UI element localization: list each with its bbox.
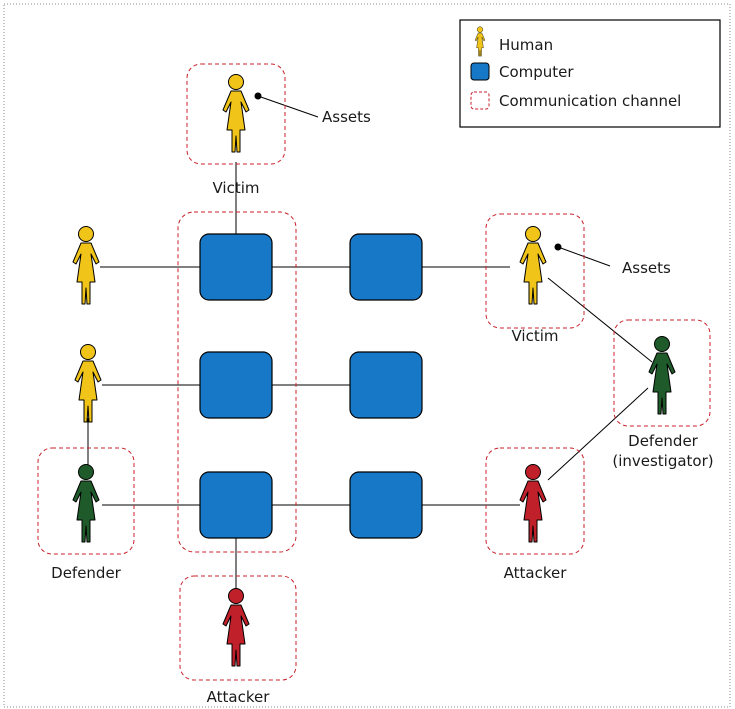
channel-central bbox=[177, 211, 297, 553]
victim-label-top: Victim bbox=[212, 179, 259, 197]
victim-label-right: Victim bbox=[511, 327, 558, 345]
attacker-label-bottom: Attacker bbox=[207, 688, 271, 706]
channels bbox=[37, 63, 711, 681]
computer bbox=[349, 351, 423, 419]
frame bbox=[3, 3, 731, 708]
legend-human-label: Human bbox=[499, 36, 553, 54]
channel-victim-right bbox=[485, 213, 585, 329]
connections bbox=[87, 95, 653, 595]
human-figure bbox=[72, 226, 100, 305]
assets-label-top: Assets bbox=[322, 108, 371, 126]
legend: Human Computer Communication channel bbox=[459, 19, 721, 128]
computer-icon bbox=[470, 62, 490, 81]
legend-computer-label: Computer bbox=[499, 63, 574, 81]
defender-investigator-label: Defender bbox=[628, 432, 699, 450]
computer bbox=[199, 233, 273, 301]
computer bbox=[349, 233, 423, 301]
legend-box bbox=[459, 19, 721, 128]
computer bbox=[199, 351, 273, 419]
defender-investigator-figure bbox=[648, 336, 676, 415]
assets-dot-right bbox=[554, 243, 562, 251]
victim-top-figure bbox=[222, 74, 250, 153]
investigator-label: (investigator) bbox=[612, 452, 713, 470]
computers bbox=[199, 233, 423, 539]
defender-left-figure bbox=[72, 464, 100, 543]
attacker-bottom-figure bbox=[222, 588, 250, 667]
attacker-right-figure bbox=[519, 464, 547, 543]
victim-right-figure bbox=[519, 226, 547, 305]
assets-label-right: Assets bbox=[622, 259, 671, 277]
channel-attacker-right bbox=[485, 447, 585, 555]
computer bbox=[199, 471, 273, 539]
channel-defender-left bbox=[37, 447, 135, 555]
attacker-label-right: Attacker bbox=[504, 564, 568, 582]
channel-defender-investigator bbox=[613, 319, 711, 427]
channel-attacker-bottom bbox=[179, 575, 297, 681]
assets-dot-top bbox=[254, 92, 262, 100]
legend-channel-label: Communication channel bbox=[499, 92, 681, 110]
channel-icon bbox=[470, 91, 490, 110]
computer bbox=[349, 471, 423, 539]
channel-victim-top bbox=[186, 63, 286, 165]
defender-label-left: Defender bbox=[51, 564, 122, 582]
human-figure bbox=[74, 344, 102, 423]
